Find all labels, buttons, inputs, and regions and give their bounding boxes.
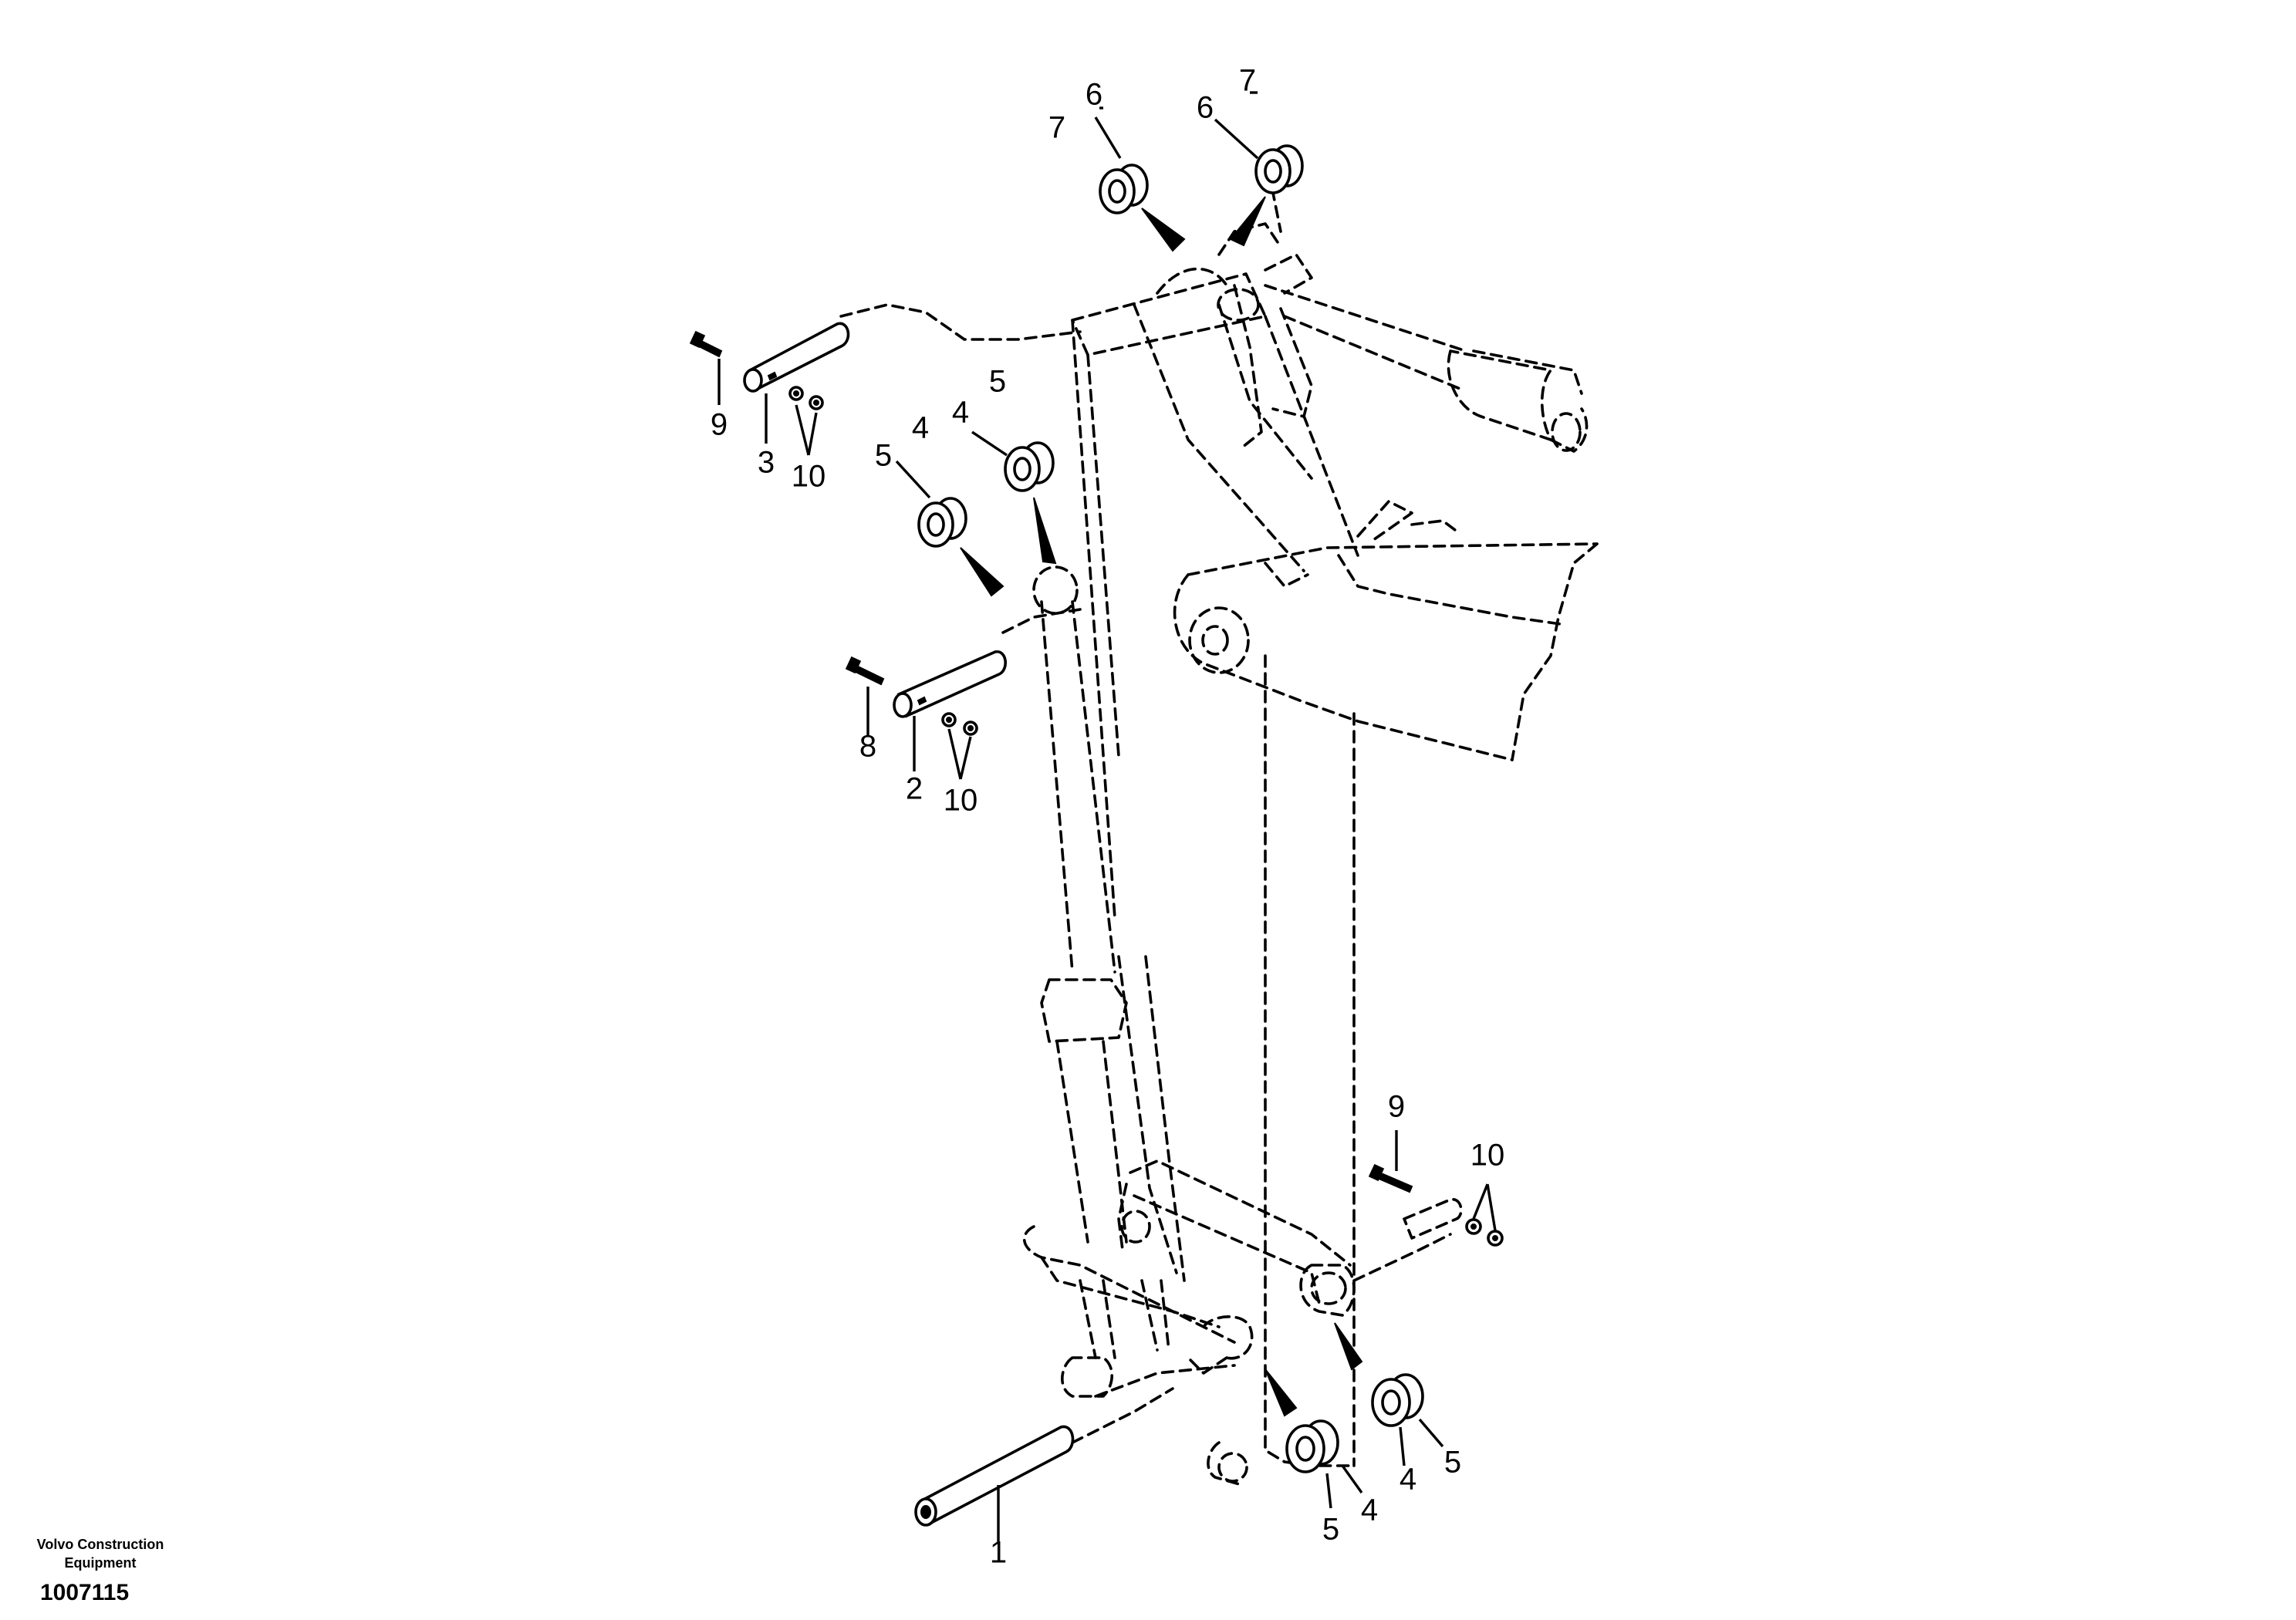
- callout-9b: 9: [1388, 1090, 1405, 1124]
- bolt-9-top: [689, 330, 723, 358]
- callout-7a: 7: [1048, 111, 1065, 145]
- nuts-10-bottom: [1465, 1218, 1504, 1247]
- callout-6a: 6: [1086, 78, 1102, 112]
- bolt-8: [845, 656, 885, 686]
- publisher-line-1: Volvo Construction: [36, 1537, 164, 1552]
- arm-outline: [1071, 153, 1359, 920]
- nuts-10-top: [788, 386, 824, 410]
- shim-pair-mid-upper: [1004, 441, 1057, 565]
- callout-leaders: [718, 91, 1497, 1543]
- pin-1: [914, 1425, 1075, 1527]
- callout-9a: 9: [711, 408, 728, 442]
- callout-labels: 6 7 6 7 9 3 10 5 4 4 5 8 2 10 9 10 1 5 4…: [711, 64, 1504, 1570]
- callout-4d: 4: [1400, 1463, 1416, 1497]
- callout-6b: 6: [1197, 91, 1214, 125]
- bolt-9-bottom: [1368, 1163, 1413, 1193]
- shim-pair-top-left: [1099, 164, 1186, 252]
- publisher-line-2: Equipment: [64, 1555, 137, 1571]
- pin-3: [743, 322, 850, 393]
- callout-10a: 10: [792, 460, 826, 494]
- bucket-linkage: [1022, 1159, 1356, 1487]
- callout-4b: 4: [952, 396, 969, 430]
- pin-2: [893, 650, 1007, 718]
- boom-cylinder: [1217, 284, 1589, 453]
- shim-pair-bottom-left: [1264, 1369, 1339, 1473]
- callout-10c: 10: [1470, 1139, 1505, 1173]
- pin-hidden-right: [1403, 1198, 1463, 1240]
- callout-10b: 10: [944, 784, 978, 818]
- callout-2: 2: [906, 772, 923, 806]
- arm-cylinder: [1032, 565, 1186, 1282]
- callout-5c: 5: [1322, 1513, 1339, 1547]
- shim-pair-top-right: [1229, 144, 1304, 247]
- callout-7b: 7: [1239, 64, 1256, 98]
- boom-outline: [1173, 500, 1599, 1467]
- callout-1: 1: [990, 1536, 1007, 1570]
- callout-8: 8: [859, 730, 876, 764]
- publisher-block: Volvo Construction Equipment 1007115: [23, 1535, 177, 1605]
- callout-4c: 4: [1361, 1493, 1378, 1527]
- shim-pair-mid-lower: [917, 497, 1004, 597]
- callout-5b: 5: [989, 365, 1006, 399]
- pin-connection-leaders: [839, 303, 1452, 1444]
- figure-number: 1007115: [40, 1580, 130, 1605]
- callout-5a: 5: [875, 439, 892, 473]
- callout-3: 3: [758, 446, 775, 480]
- callout-5d: 5: [1444, 1446, 1461, 1480]
- callout-4a: 4: [912, 411, 929, 445]
- shim-pair-bottom-right: [1334, 1322, 1424, 1427]
- nuts-10-mid: [941, 712, 978, 736]
- publisher-name: Volvo Construction Equipment: [23, 1535, 177, 1572]
